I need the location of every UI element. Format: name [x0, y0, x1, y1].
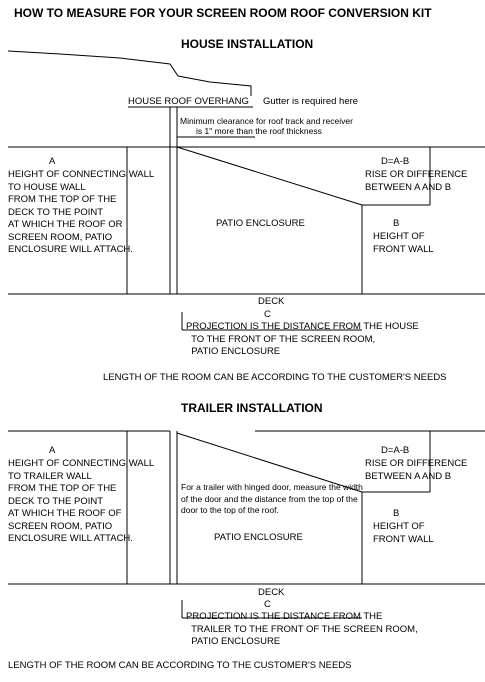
trailer-heading: TRAILER INSTALLATION — [181, 401, 323, 415]
house-dab-label: D=A-B — [381, 156, 410, 167]
trailer-a-letter: A — [49, 445, 56, 456]
trailer-a-description: HEIGHT OF CONNECTING WALL TO TRAILER WAL… — [8, 458, 155, 544]
house-length-note: LENGTH OF THE ROOM CAN BE ACCORDING TO T… — [103, 372, 447, 383]
house-b-description: HEIGHT OF FRONT WALL — [373, 231, 434, 255]
trailer-dab-label: D=A-B — [381, 445, 410, 456]
trailer-b-letter: B — [393, 508, 400, 519]
trailer-deck-label: DECK — [258, 587, 285, 598]
house-projection-description: PROJECTION IS THE DISTANCE FROM THE HOUS… — [186, 321, 419, 357]
house-a-description: HEIGHT OF CONNECTING WALL TO HOUSE WALL … — [8, 169, 155, 255]
house-clearance-line2: is 1" more than the roof thickness — [196, 126, 322, 136]
house-deck-label: DECK — [258, 296, 285, 307]
house-clearance-line1: Minimum clearance for roof track and rec… — [180, 116, 353, 126]
trailer-roof-slope — [176, 432, 363, 493]
house-dab-description: RISE OR DIFFERENCE BETWEEN A AND B — [365, 169, 468, 193]
trailer-b-description: HEIGHT OF FRONT WALL — [373, 521, 434, 545]
house-heading: HOUSE INSTALLATION — [181, 37, 314, 51]
trailer-dab-description: RISE OR DIFFERENCE BETWEEN A AND B — [365, 458, 468, 482]
house-enclosure-label: PATIO ENCLOSURE — [216, 218, 305, 229]
house-b-letter: B — [393, 218, 400, 229]
trailer-door-note: For a trailer with hinged door, measure … — [181, 482, 363, 515]
trailer-length-note: LENGTH OF THE ROOM CAN BE ACCORDING TO T… — [8, 660, 352, 671]
trailer-enclosure-label: PATIO ENCLOSURE — [214, 532, 303, 543]
house-a-letter: A — [49, 156, 56, 167]
house-roof-line — [7, 50, 252, 96]
house-c-letter: C — [264, 309, 271, 320]
house-roof-slope — [176, 146, 363, 206]
trailer-c-letter: C — [264, 599, 271, 610]
house-gutter-note: Gutter is required here — [263, 96, 359, 107]
house-overhang-label: HOUSE ROOF OVERHANG — [128, 96, 249, 107]
page-title: HOW TO MEASURE FOR YOUR SCREEN ROOM ROOF… — [14, 6, 432, 20]
trailer-projection-description: PROJECTION IS THE DISTANCE FROM THE TRAI… — [186, 611, 418, 647]
